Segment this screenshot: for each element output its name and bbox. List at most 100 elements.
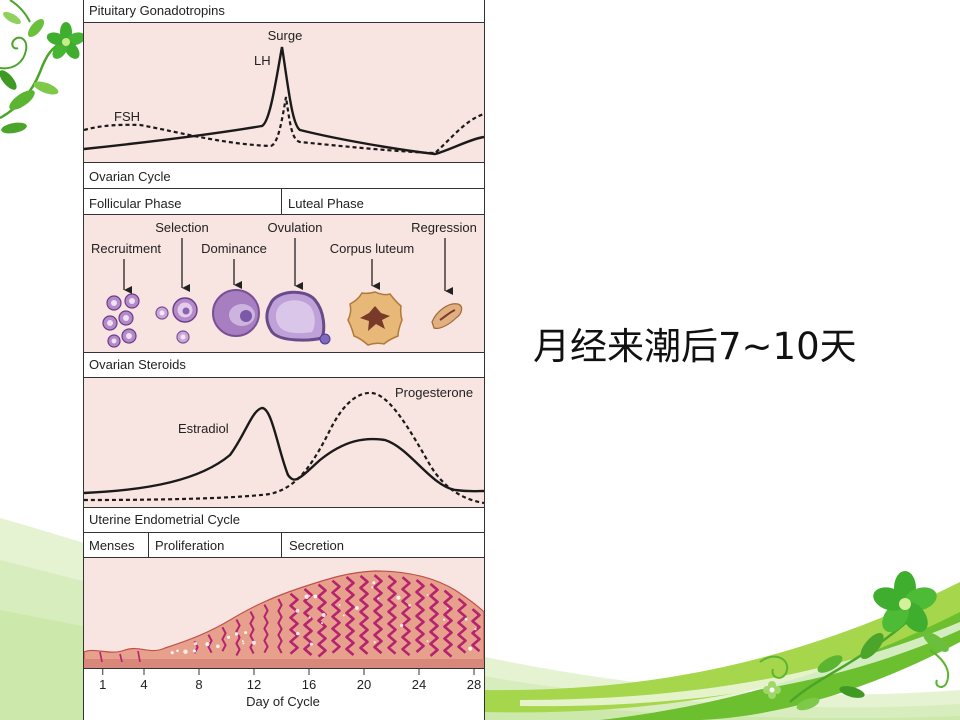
tissue-speckle [447,607,449,610]
fsh-curve [83,96,485,155]
leaf-icon [1,122,27,134]
dominant-follicle-icon [212,289,260,337]
stage-label-selection: Selection [155,220,208,235]
tissue-speckle [396,595,401,600]
stage-label-ovulation: Ovulation [268,220,323,235]
phase-label-follicular: Follicular Phase [89,196,182,211]
phase-label-secretion: Secretion [289,538,344,553]
tissue-speckle [193,650,196,653]
endometrial-gland [277,598,283,654]
tissue-speckle [372,581,376,585]
axis-tick-label: 20 [357,677,371,692]
endometrial-gland [249,611,255,654]
axis-tick-label: 12 [247,677,261,692]
tissue-speckle [355,606,359,610]
tissue-speckle [426,594,429,596]
fsh-label: FSH [114,109,140,124]
tissue-speckle [244,631,248,635]
endometrial-gland [359,574,369,655]
axis-tick-label: 28 [467,677,481,692]
progesterone-label: Progesterone [395,385,473,400]
endometrial-tissue [83,570,485,669]
section-title-ovarian-steroids: Ovarian Steroids [89,357,186,372]
tissue-speckle [170,651,174,655]
ovulating-follicle-icon [265,290,331,345]
tissue-speckle [443,618,446,621]
endometrial-gland [387,574,397,655]
endometrial-gland [331,579,341,654]
bottom-right-flower-decoration [759,571,950,711]
axis-tick-label: 16 [302,677,316,692]
selection-follicles-icon [155,297,198,344]
stage-label-recruitment: Recruitment [91,241,161,256]
endometrial-basal-layer [84,659,484,668]
leaf-icon [796,697,820,711]
follicle-stages: Recruitment Selection Dominance Ovulatio… [91,220,477,348]
tissue-speckle [227,635,231,639]
endometrial-gland [207,634,213,654]
axis-tick-label: 24 [412,677,426,692]
endometrial-gland [235,619,241,656]
leaf-icon [839,686,865,698]
tissue-speckle [309,642,313,646]
endometrium-illustration [83,570,485,669]
leaf-icon [3,11,21,25]
leaf-icon [27,18,45,38]
tissue-speckle [474,628,477,631]
tissue-speckle [176,649,179,653]
tissue-speckle [338,604,341,606]
tissue-speckle [373,641,376,644]
endometrial-gland [429,582,439,657]
corpus-luteum-icon [347,291,403,346]
leaf-icon [33,81,59,95]
tissue-speckle [377,597,380,600]
leaf-icon [9,90,35,110]
endometrial-vessel [119,653,123,663]
tissue-speckle [408,604,411,607]
recruitment-follicles-icon [102,293,140,348]
axis-tick-label: 8 [195,677,202,692]
tissue-speckle [295,609,300,613]
menstrual-cycle-diagram: Surge LH FSH Recruitment Selection Domin… [83,0,485,720]
lh-curve [83,46,485,156]
axis-label: Day of Cycle [246,694,320,709]
tissue-speckle [251,640,256,645]
tissue-speckle [371,586,374,589]
tissue-speckle [304,594,309,599]
panel-grid-lines [83,0,485,720]
phase-label-proliferation: Proliferation [155,538,224,553]
tissue-speckle [313,594,318,599]
endometrial-gland [443,589,453,658]
phase-label-luteal: Luteal Phase [288,196,364,211]
tissue-speckle [468,646,473,651]
axis-tick-label: 4 [140,677,147,692]
section-title-endometrial-cycle: Uterine Endometrial Cycle [89,512,240,527]
leaf-icon [0,70,17,90]
flower-icon [46,22,86,59]
endometrial-gland [457,597,467,654]
tissue-speckle [321,622,323,625]
steroid-curves: Progesterone Estradiol [83,385,485,505]
lh-label: LH [254,53,271,68]
tissue-speckle [296,631,300,636]
tissue-speckle [242,642,245,645]
estradiol-label: Estradiol [178,421,229,436]
section-title-gonadotropins: Pituitary Gonadotropins [89,3,225,18]
stage-label-dominance: Dominance [201,241,267,256]
flower-icon [873,571,937,633]
endometrial-gland [263,604,269,654]
leaf-icon [817,655,843,673]
tissue-speckle [464,617,468,621]
tissue-speckle [321,613,326,617]
stage-label-regression: Regression [411,220,477,235]
gonadotropin-curves: Surge LH FSH [83,28,485,156]
endometrial-vessel [137,650,141,663]
estradiol-curve [83,406,485,495]
tissue-speckle [216,644,220,649]
leaf-icon [860,632,884,660]
phase-label-menses: Menses [89,538,135,553]
regressing-corpus-icon [431,303,463,329]
tissue-speckle [400,623,404,628]
endometrial-gland [471,608,481,653]
